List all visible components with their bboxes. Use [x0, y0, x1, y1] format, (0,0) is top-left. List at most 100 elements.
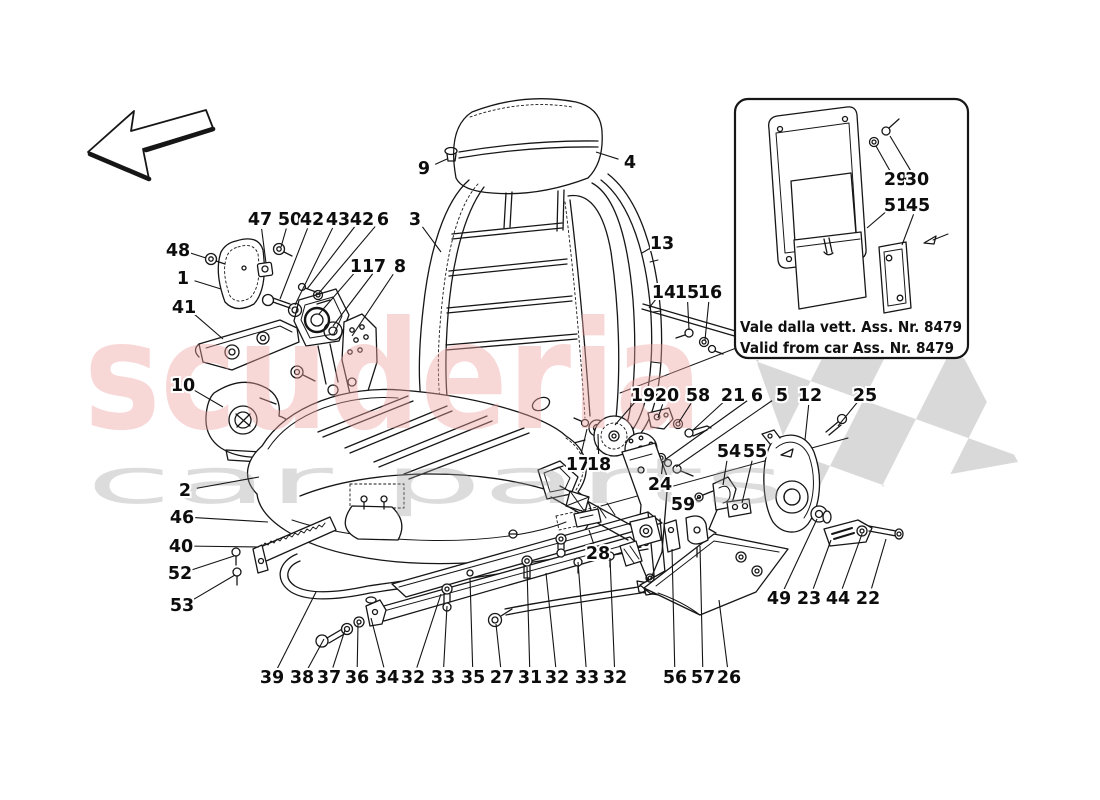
leader-line-40	[192, 545, 260, 548]
leader-line-36	[356, 623, 359, 668]
leader-line-50	[280, 228, 287, 248]
leader-line-21	[691, 401, 725, 432]
leader-line-42	[306, 226, 356, 290]
leader-line-37	[332, 629, 346, 668]
part-number-label-58: 58	[686, 386, 710, 406]
part-number-label-32: 32	[603, 668, 627, 688]
inset-note: Vale dalla vett. Ass. Nr. 8479 Valid fro…	[740, 318, 962, 357]
side-panel-1	[204, 238, 293, 310]
mount-and-rack	[231, 483, 405, 586]
part-number-label-37: 37	[317, 668, 341, 688]
leader-line-17	[580, 428, 588, 455]
part-number-label-33: 33	[431, 668, 455, 688]
part-number-label-42: 42	[350, 210, 374, 230]
part-number-label-22: 22	[856, 589, 880, 609]
leader-line-10	[193, 389, 224, 408]
leader-line-7	[332, 273, 374, 327]
leader-line-18	[597, 433, 600, 455]
direction-arrow-icon	[87, 109, 216, 182]
inset-detail-box	[733, 97, 970, 360]
leader-line-6	[665, 400, 748, 460]
part-number-label-43: 43	[326, 210, 350, 230]
leader-line-57	[699, 545, 704, 668]
part-number-label-15: 15	[675, 283, 699, 303]
part-number-label-5: 5	[776, 386, 788, 406]
part-number-label-14: 14	[652, 283, 676, 303]
leader-line-15	[687, 301, 690, 331]
part-number-label-7: 7	[374, 257, 386, 277]
leader-line-55	[741, 460, 753, 504]
part-number-label-34: 34	[375, 668, 399, 688]
part-number-label-1: 1	[177, 269, 189, 289]
leader-line-47	[261, 228, 267, 264]
leader-line-22	[870, 538, 887, 589]
part-number-label-9: 9	[418, 159, 430, 179]
part-number-label-13: 13	[650, 234, 674, 254]
part-number-label-59: 59	[671, 495, 695, 515]
part-number-label-8: 8	[394, 257, 406, 277]
part-number-label-17: 17	[566, 455, 590, 475]
leader-line-53	[192, 574, 236, 601]
leader-line-1	[194, 280, 222, 290]
part-number-label-25: 25	[853, 386, 877, 406]
part-number-label-38: 38	[290, 668, 314, 688]
part-number-label-28: 28	[586, 544, 610, 564]
leader-line-19	[614, 401, 636, 426]
inset-note-line1: Vale dalla vett. Ass. Nr. 8479	[740, 318, 962, 336]
part-number-label-45: 45	[906, 196, 930, 216]
part-number-label-39: 39	[260, 668, 284, 688]
part-number-label-21: 21	[721, 386, 745, 406]
part-number-label-47: 47	[248, 210, 272, 230]
leader-line-48	[189, 252, 207, 259]
lap-belt-28	[537, 460, 662, 567]
part-number-label-46: 46	[170, 508, 194, 528]
part-number-label-56: 56	[663, 668, 687, 688]
leader-line-54	[722, 460, 728, 486]
leader-line-24	[661, 460, 664, 475]
leader-line-38	[307, 638, 325, 669]
leader-line-59	[693, 496, 701, 501]
part-number-label-3: 3	[409, 210, 421, 230]
part-number-label-50: 50	[278, 210, 302, 230]
leader-line-46	[193, 517, 269, 523]
part-number-label-23: 23	[797, 589, 821, 609]
part-number-label-18: 18	[587, 455, 611, 475]
part-number-label-19: 19	[631, 386, 655, 406]
leader-line-44	[841, 533, 863, 589]
leader-line-3	[421, 226, 442, 253]
leader-line-34	[370, 617, 385, 668]
leader-line-33	[443, 605, 448, 668]
part-number-label-54: 54	[717, 442, 741, 462]
leader-line-12	[804, 404, 810, 441]
leader-line-31	[526, 566, 531, 668]
part-number-label-35: 35	[461, 668, 485, 688]
leader-line-49	[783, 518, 818, 590]
leader-line-23	[812, 539, 832, 589]
part-number-label-31: 31	[518, 668, 542, 688]
recliner-cover-12	[761, 413, 904, 547]
belt-latch-54-55	[694, 476, 752, 534]
axis-line-upper	[619, 344, 745, 394]
part-number-label-40: 40	[169, 537, 193, 557]
part-number-label-36: 36	[345, 668, 369, 688]
hinge-bracket-41	[194, 319, 300, 371]
leader-line-13	[641, 246, 652, 254]
leader-line-52	[191, 555, 235, 571]
leader-line-28	[588, 529, 595, 544]
line-art	[87, 97, 970, 648]
headrest	[444, 98, 603, 232]
part-number-label-51: 51	[884, 196, 908, 216]
part-number-label-16: 16	[698, 283, 722, 303]
leader-line-32	[416, 593, 442, 668]
part-number-label-4: 4	[624, 153, 636, 173]
leader-line-56	[671, 548, 676, 668]
leader-line-11	[318, 273, 355, 315]
part-number-label-44: 44	[826, 589, 850, 609]
part-number-label-53: 53	[170, 596, 194, 616]
leader-line-20	[657, 404, 664, 419]
part-number-label-42: 42	[300, 210, 324, 230]
part-number-label-12: 12	[798, 386, 822, 406]
leader-line-14	[648, 298, 657, 309]
